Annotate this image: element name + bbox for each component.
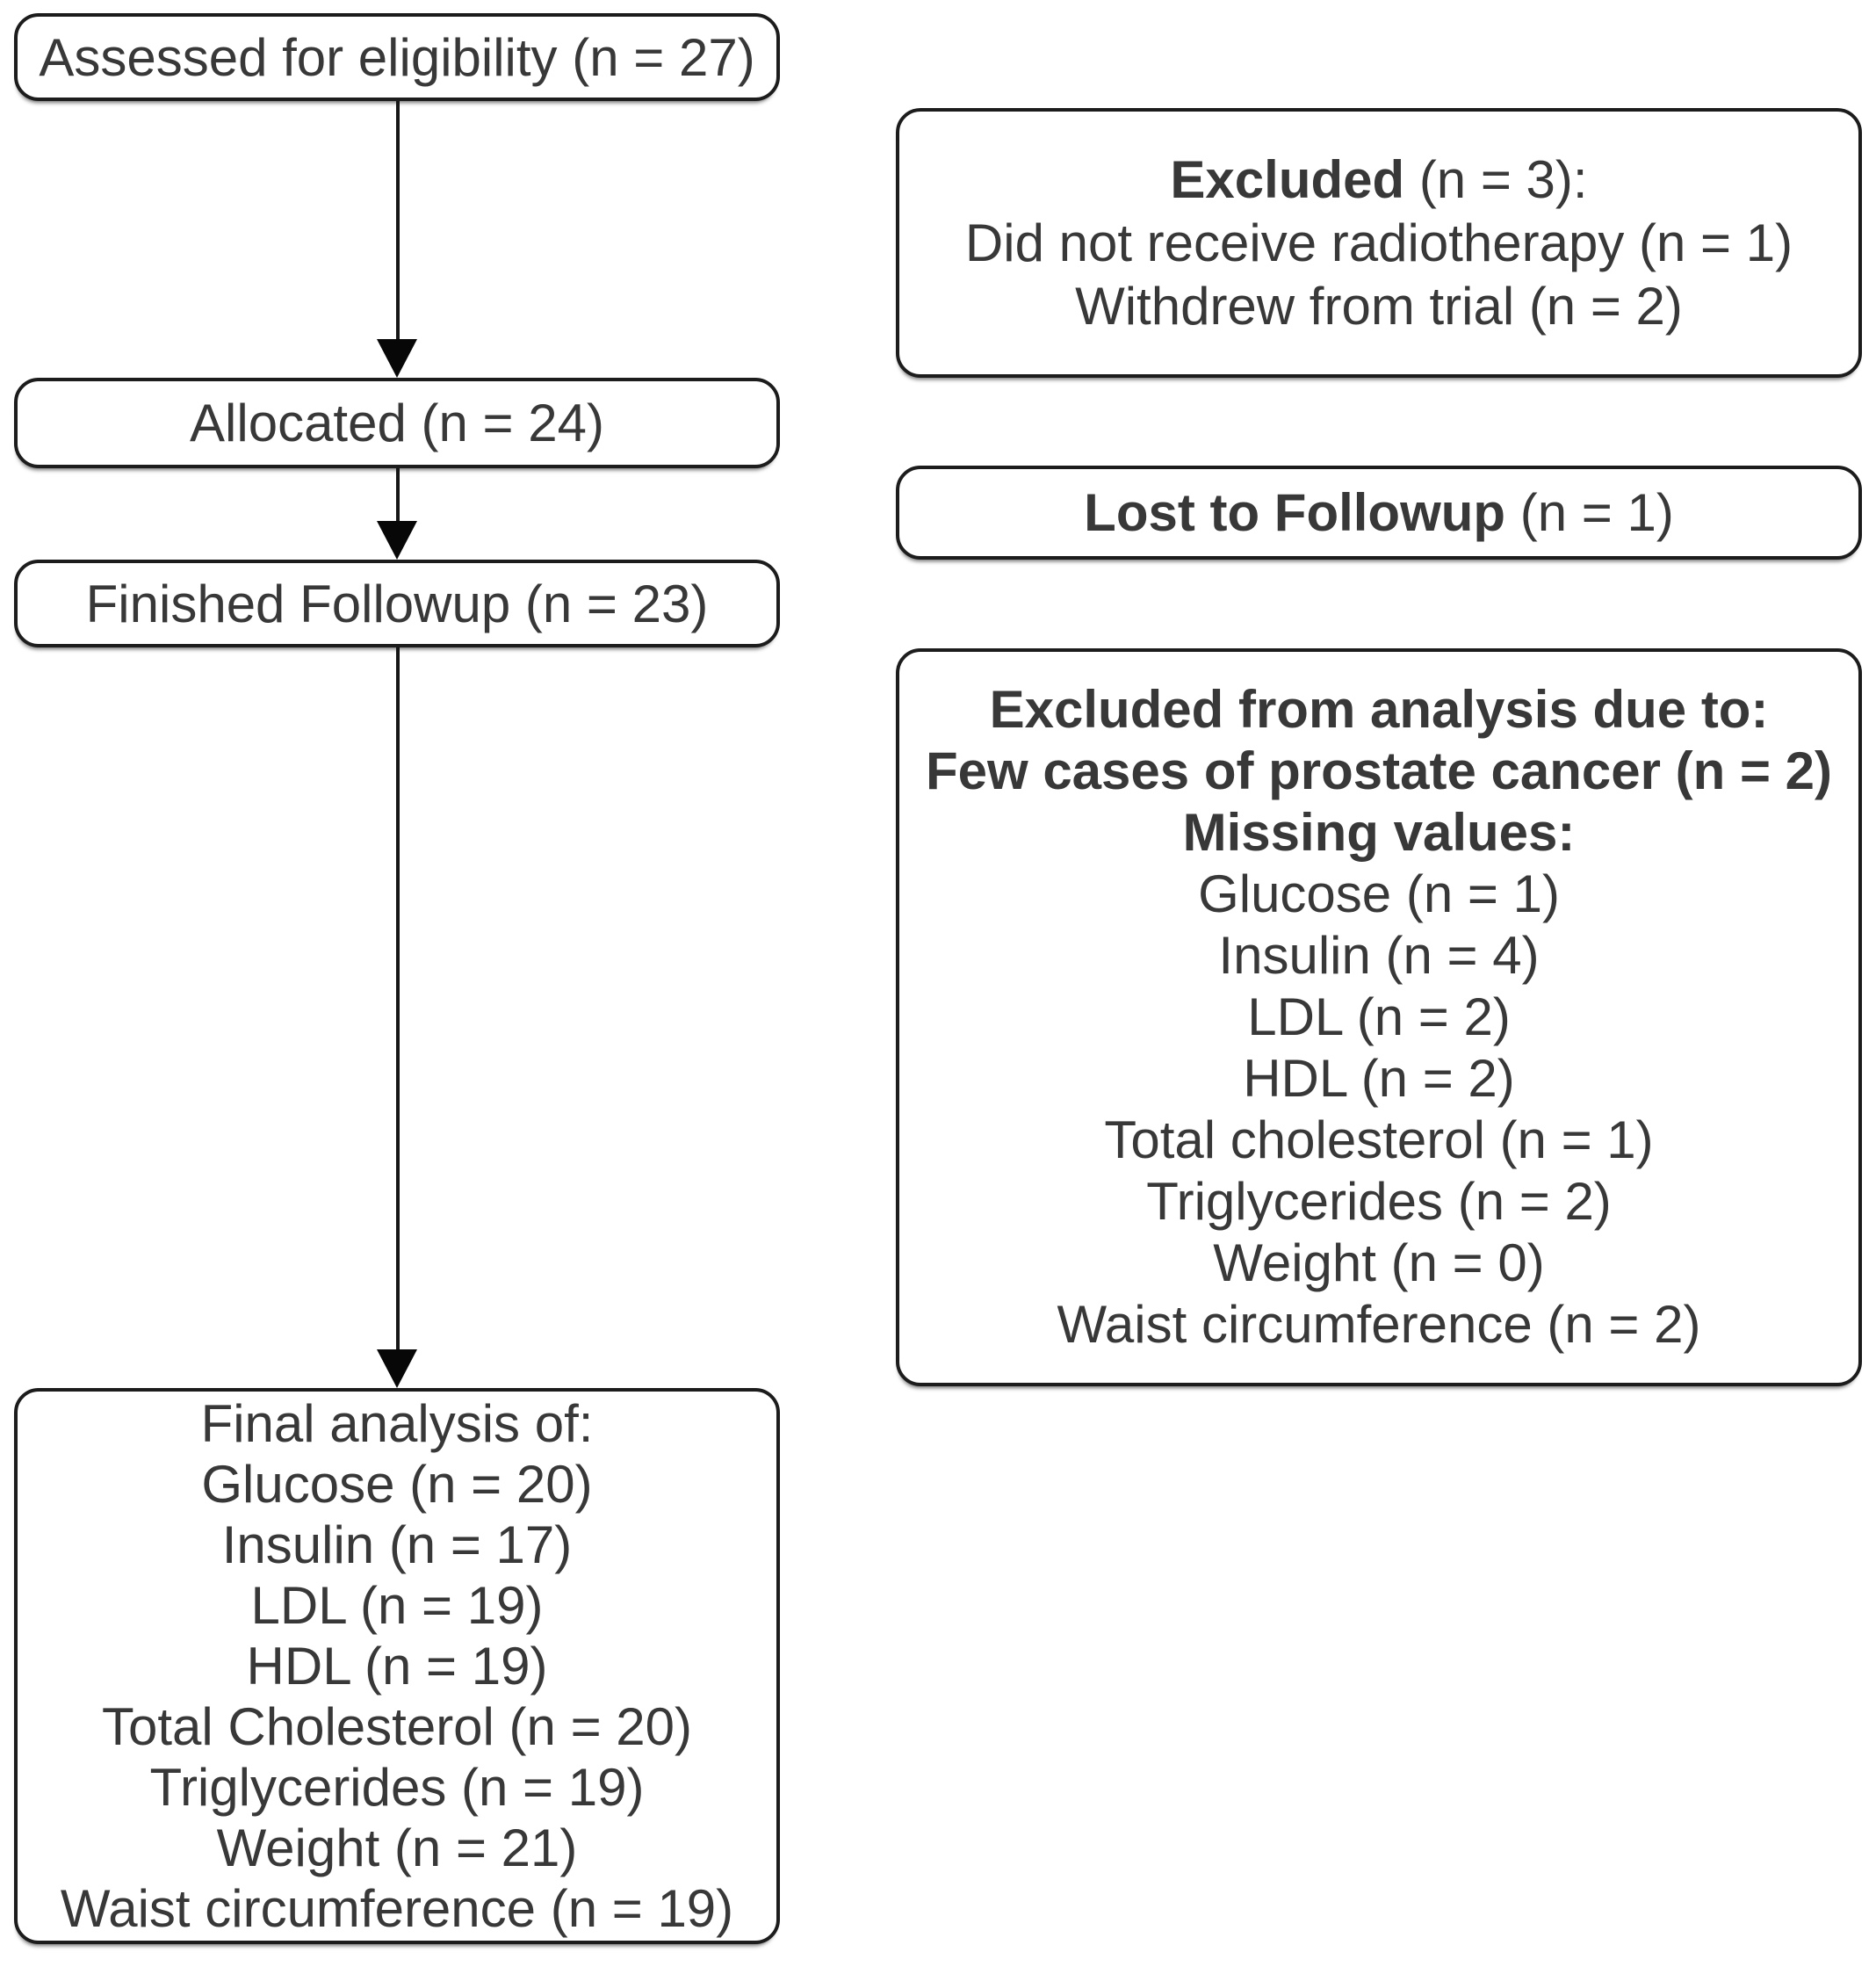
final-analysis-item: Glucose (n = 20) (201, 1455, 593, 1514)
excluded-from-analysis-box: Excluded from analysis due to: Few cases… (896, 648, 1862, 1386)
excluded-title-count: (n = 3): (1404, 149, 1588, 209)
excluded-analysis-reason: Few cases of prostate cancer (n = 2) (925, 741, 1833, 800)
missing-value-item: Waist circumference (n = 2) (1057, 1295, 1701, 1354)
arrowhead-down-icon (377, 339, 417, 378)
assessed-eligibility-box: Assessed for eligibility (n = 27) (14, 13, 780, 101)
finished-followup-label: Finished Followup (n = 23) (85, 574, 709, 633)
arrowhead-down-icon (377, 521, 417, 560)
missing-value-item: Glucose (n = 1) (1198, 864, 1560, 923)
final-analysis-item: LDL (n = 19) (250, 1576, 544, 1635)
missing-value-item: Triglycerides (n = 2) (1146, 1172, 1612, 1231)
lost-to-followup-label: Lost to Followup (n = 1) (1084, 482, 1674, 543)
excluded-box: Excluded (n = 3): Did not receive radiot… (896, 108, 1862, 378)
final-analysis-item: Insulin (n = 17) (221, 1515, 573, 1574)
final-analysis-item: Weight (n = 21) (216, 1819, 578, 1877)
assessed-eligibility-label: Assessed for eligibility (n = 27) (39, 27, 755, 87)
missing-value-item: Insulin (n = 4) (1218, 926, 1540, 985)
missing-value-item: LDL (n = 2) (1247, 987, 1511, 1046)
missing-value-item: HDL (n = 2) (1243, 1049, 1515, 1108)
excluded-analysis-title: Excluded from analysis due to: (989, 680, 1769, 739)
missing-values-title: Missing values: (1182, 803, 1576, 862)
final-analysis-item: Total Cholesterol (n = 20) (101, 1697, 692, 1756)
lost-to-followup-box: Lost to Followup (n = 1) (896, 466, 1862, 560)
missing-value-item: Weight (n = 0) (1213, 1233, 1545, 1292)
finished-followup-box: Finished Followup (n = 23) (14, 560, 780, 647)
final-analysis-item: Waist circumference (n = 19) (60, 1879, 734, 1938)
arrowhead-down-icon (377, 1349, 417, 1388)
excluded-reason: Withdrew from trial (n = 2) (1075, 276, 1683, 336)
excluded-title-bold: Excluded (1170, 149, 1405, 209)
missing-value-item: Total cholesterol (n = 1) (1104, 1110, 1654, 1169)
final-analysis-item: Triglycerides (n = 19) (149, 1758, 645, 1817)
arrow-line-allocated-to-finished (396, 468, 400, 524)
final-analysis-title: Final analysis of: (200, 1394, 594, 1453)
final-analysis-box: Final analysis of: Glucose (n = 20) Insu… (14, 1388, 780, 1944)
arrow-line-finished-to-final (396, 647, 400, 1352)
excluded-reason: Did not receive radiotherapy (n = 1) (964, 213, 1793, 272)
lost-to-followup-count: (n = 1) (1505, 483, 1674, 542)
allocated-label: Allocated (n = 24) (190, 394, 604, 452)
lost-to-followup-bold: Lost to Followup (1084, 483, 1506, 542)
arrow-line-assessed-to-allocated (396, 101, 400, 342)
excluded-title: Excluded (n = 3): (1170, 148, 1587, 212)
allocated-box: Allocated (n = 24) (14, 378, 780, 468)
final-analysis-item: HDL (n = 19) (246, 1637, 548, 1696)
